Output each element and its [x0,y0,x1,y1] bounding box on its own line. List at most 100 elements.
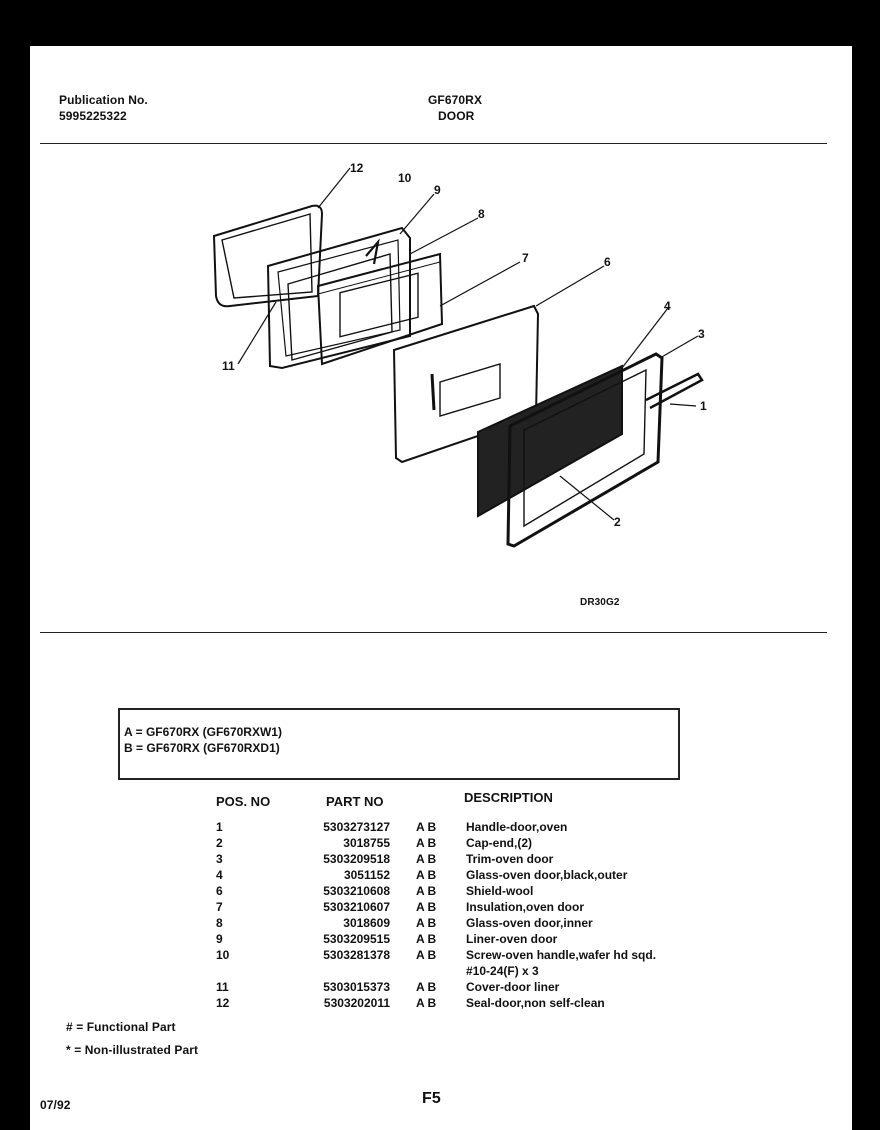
section-title: DOOR [438,109,475,123]
model-a-key: A [124,725,133,739]
diagram-code: DR30G2 [580,597,620,608]
callout-3: 3 [698,327,705,341]
page-number: F5 [422,1090,441,1107]
row-pos: 11 [216,980,229,994]
row-description-continued: #10-24(F) x 3 [466,964,539,978]
row-part-number: 5303273127 [323,820,390,834]
exploded-door-diagram: 12 10 9 8 7 6 4 3 1 2 11 [212,161,707,548]
table-row: 2 3018755 A B Cap-end,(2) [30,836,852,852]
row-part-number: 3018609 [343,916,390,930]
row-pos: 9 [216,932,223,946]
diagram-divider [40,632,827,633]
row-part-number: 5303015373 [323,980,390,994]
table-row: 11 5303015373 A B Cover-door liner [30,980,852,996]
row-models: A B [416,932,437,946]
header-part: PART NO [326,794,384,809]
callout-12: 12 [350,161,364,175]
row-part-number: 3051152 [343,868,390,882]
row-models: A B [416,868,437,882]
header-description: DESCRIPTION [464,790,553,805]
insulation-part [316,252,444,366]
row-description: Insulation,oven door [466,900,585,914]
model-a: A = GF670RX (GF670RXW1) [124,725,282,739]
model-number: GF670RX [428,93,483,107]
table-row: 9 5303209515 A B Liner-oven door [30,932,852,948]
row-description: Cap-end,(2) [466,836,532,850]
liner-oven-door-part [266,226,411,370]
callout-8: 8 [478,207,485,221]
row-description: Glass-oven door,inner [466,916,593,930]
callout-1: 1 [700,399,707,413]
model-b-key: B [124,741,133,755]
model-a-name: GF670RX (GF670RXW1) [145,725,282,739]
callout-2: 2 [614,515,621,529]
row-pos: 8 [216,916,223,930]
table-row: 12 5303202011 A B Seal-door,non self-clean [30,996,852,1012]
table-row: 10 5303281378 A B Screw-oven handle,wafer h… [30,948,852,978]
table-row: 7 5303210607 A B Insulation,oven door [30,900,852,916]
row-models: A B [416,884,437,898]
row-description: Trim-oven door [466,852,554,866]
row-models: A B [416,980,437,994]
row-part-number: 5303210607 [323,900,390,914]
row-part-number: 5303209515 [323,932,390,946]
table-row: 3 5303209518 A B Trim-oven door [30,852,852,868]
row-pos: 4 [216,868,223,882]
header-pos: POS. NO [216,794,271,809]
row-models: A B [416,996,437,1010]
table-row: 6 5303210608 A B Shield-wool [30,884,852,900]
trim-oven-door-part [506,352,664,548]
screw-part [365,238,380,265]
glass-outer-part [477,364,623,518]
row-description: Cover-door liner [466,980,560,994]
row-description: Seal-door,non self-clean [466,996,605,1010]
model-b-name: GF670RX (GF670RXD1) [146,741,280,755]
row-pos: 7 [216,900,223,914]
callout-6: 6 [604,255,611,269]
row-part-number: 5303202011 [323,996,390,1010]
callout-4: 4 [664,299,671,313]
row-description: Liner-oven door [466,932,558,946]
handle-part [645,372,704,410]
row-pos: 6 [216,884,223,898]
table-row: 8 3018609 A B Glass-oven door,inner [30,916,852,932]
row-pos: 12 [216,996,230,1010]
callout-9: 9 [434,183,441,197]
row-models: A B [416,820,437,834]
row-models: A B [416,836,437,850]
row-description: Screw-oven handle,wafer hd sqd. [466,948,657,962]
row-description: Glass-oven door,black,outer [466,868,628,882]
row-description: Shield-wool [466,884,534,898]
model-a-sep: = [135,725,143,739]
row-models: A B [416,948,437,962]
glass-inner-part [287,253,393,361]
row-part-number: 5303210608 [323,884,390,898]
table-row: 1 5303273127 A B Handle-door,oven [30,820,852,836]
footer-date: 07/92 [40,1098,71,1112]
note-nonillustrated: * = Non-illustrated Part [66,1043,199,1057]
table-row: 4 3051152 A B Glass-oven door,black,outer [30,868,852,884]
row-pos: 1 [216,820,223,834]
row-part-number: 5303209518 [323,852,390,866]
callout-10: 10 [398,171,412,185]
callout-7: 7 [522,251,529,265]
row-pos: 2 [216,836,223,850]
row-models: A B [416,900,437,914]
row-pos: 3 [216,852,223,866]
table-header: POS. NO PART NO DESCRIPTION [30,790,852,810]
publication-label: Publication No. [59,93,148,107]
note-functional: # = Functional Part [66,1020,176,1034]
publication-number: 5995225322 [59,109,127,123]
parts-page: Publication No. 5995225322 GF670RX DOOR [30,46,852,1130]
row-description: Handle-door,oven [466,820,568,834]
model-b-sep: = [136,741,144,755]
row-models: A B [416,852,437,866]
row-models: A B [416,916,437,930]
row-part-number: 3018755 [343,836,390,850]
callout-11: 11 [222,359,235,373]
header-divider [40,143,827,144]
row-part-number: 5303281378 [323,948,390,962]
row-pos: 10 [216,948,230,962]
model-legend-box: A = GF670RX (GF670RXW1) B = GF670RX (GF6… [118,708,680,780]
model-b: B = GF670RX (GF670RXD1) [124,741,280,755]
